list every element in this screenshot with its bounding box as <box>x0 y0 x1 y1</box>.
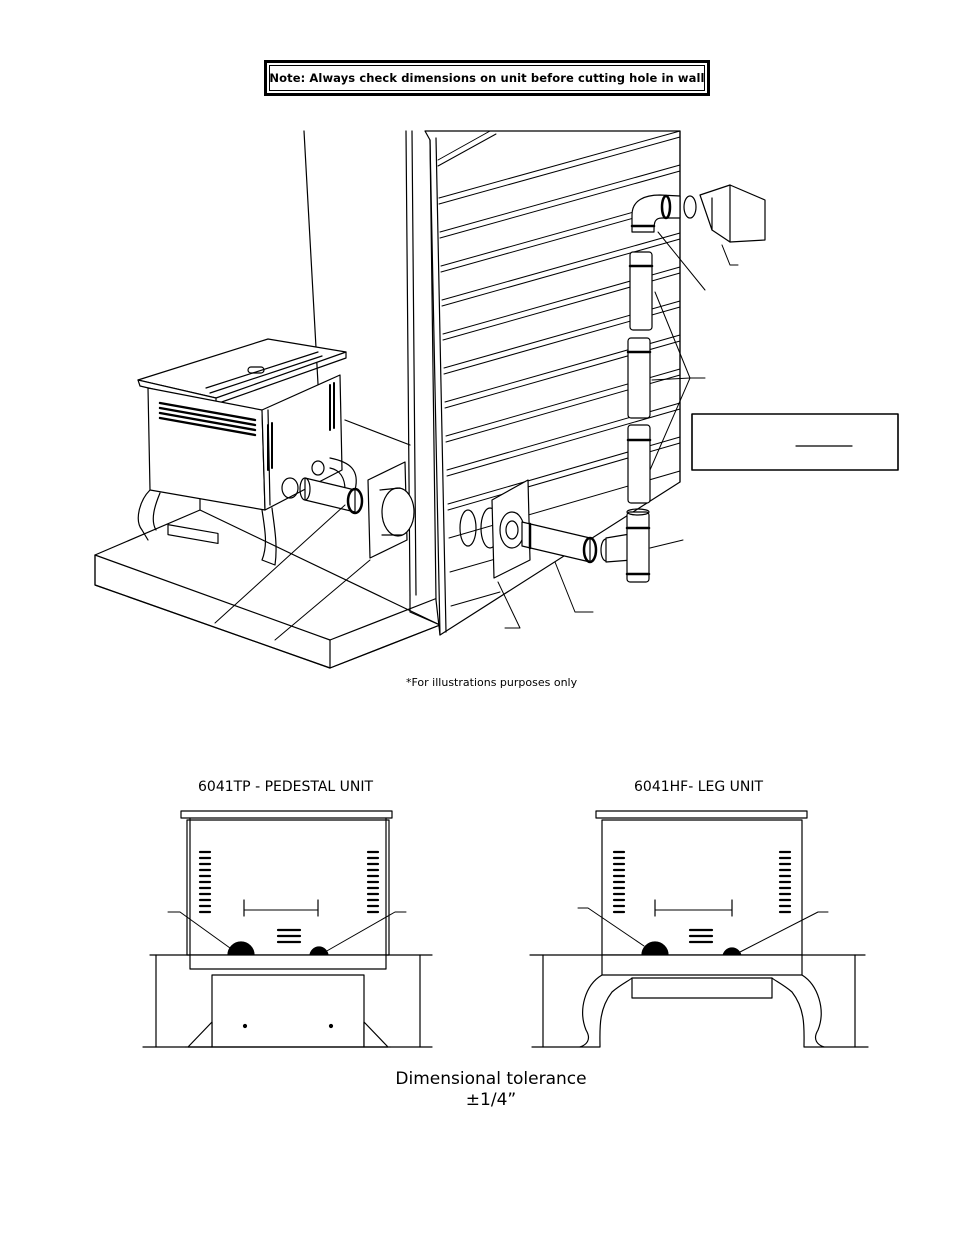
vertical-pipe-sections <box>626 251 654 504</box>
tee-fitting <box>605 508 651 583</box>
label-callout-box <box>691 413 899 471</box>
leg-unit-drawing <box>529 810 869 1048</box>
pedestal-unit-title: 6041TP - PEDESTAL UNIT <box>198 779 374 795</box>
dimensional-tolerance: Dimensional tolerance ±1/4” <box>0 1069 954 1111</box>
illustration-caption: *For illustrations purposes only <box>406 676 578 689</box>
pedestal-unit-drawing <box>142 810 433 1048</box>
elbow-and-vent-cap <box>630 184 766 243</box>
stove-unit <box>137 338 357 566</box>
wall-thimble-interior <box>367 461 415 559</box>
tolerance-line-2: ±1/4” <box>465 1090 517 1110</box>
leg-unit-title: 6041HF- LEG UNIT <box>634 779 764 795</box>
wall-thimble-exterior <box>459 479 531 579</box>
tolerance-line-1: Dimensional tolerance <box>395 1069 587 1089</box>
note-box: Note: Always check dimensions on unit be… <box>264 60 710 96</box>
leader-lines-top <box>214 231 739 641</box>
rear-vent-pipe <box>299 477 364 515</box>
